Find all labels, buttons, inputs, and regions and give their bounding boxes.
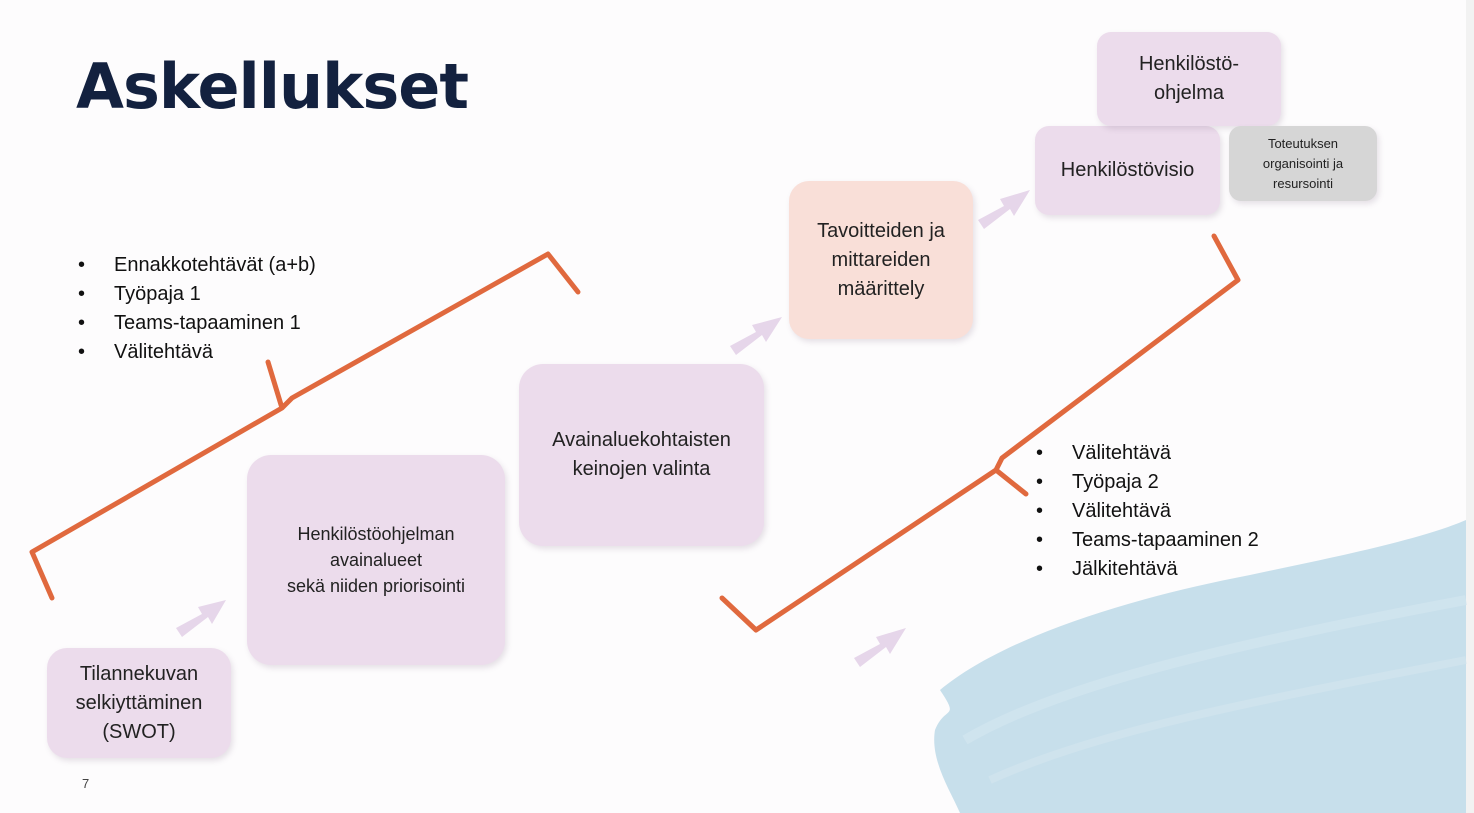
list-item: Välitehtävä xyxy=(1036,439,1259,468)
step-arrow xyxy=(854,628,906,667)
list-item: Teams-tapaaminen 2 xyxy=(1036,526,1259,555)
step-vision: Henkilöstövisio xyxy=(1035,126,1220,215)
list-item: Jälkitehtävä xyxy=(1036,555,1259,584)
step-implementation: Toteutuksen organisointi ja resursointi xyxy=(1229,126,1377,201)
phase-1-task-list: Ennakkotehtävät (a+b) Työpaja 1 Teams-ta… xyxy=(78,251,316,367)
list-item: Ennakkotehtävät (a+b) xyxy=(78,251,316,280)
list-item: Välitehtävä xyxy=(78,338,316,367)
slide-title: Askellukset xyxy=(76,50,469,123)
step-program: Henkilöstö- ohjelma xyxy=(1097,32,1281,126)
step-arrow xyxy=(176,600,226,637)
step-arrow xyxy=(730,317,782,355)
list-item: Välitehtävä xyxy=(1036,497,1259,526)
slide-edge xyxy=(1466,0,1474,813)
list-item: Työpaja 1 xyxy=(78,280,316,309)
step-means-selection: Avainaluekohtaisten keinojen valinta xyxy=(519,364,764,546)
brush-stroke-light xyxy=(962,595,1467,745)
step-swot: Tilannekuvan selkiyttäminen (SWOT) xyxy=(47,648,231,758)
list-item: Työpaja 2 xyxy=(1036,468,1259,497)
list-item: Teams-tapaaminen 1 xyxy=(78,309,316,338)
bracket-phase-2 xyxy=(719,233,1241,633)
step-arrow xyxy=(978,190,1030,229)
page-number: 7 xyxy=(82,776,90,791)
bracket-phase-1 xyxy=(29,251,581,601)
brush-stroke-light-2 xyxy=(988,656,1467,784)
brush-stroke xyxy=(934,520,1466,813)
step-key-areas: Henkilöstöohjelman avainalueet sekä niid… xyxy=(247,455,505,665)
step-goals-metrics: Tavoitteiden ja mittareiden määrittely xyxy=(789,181,973,339)
phase-2-task-list: Välitehtävä Työpaja 2 Välitehtävä Teams-… xyxy=(1036,439,1259,584)
